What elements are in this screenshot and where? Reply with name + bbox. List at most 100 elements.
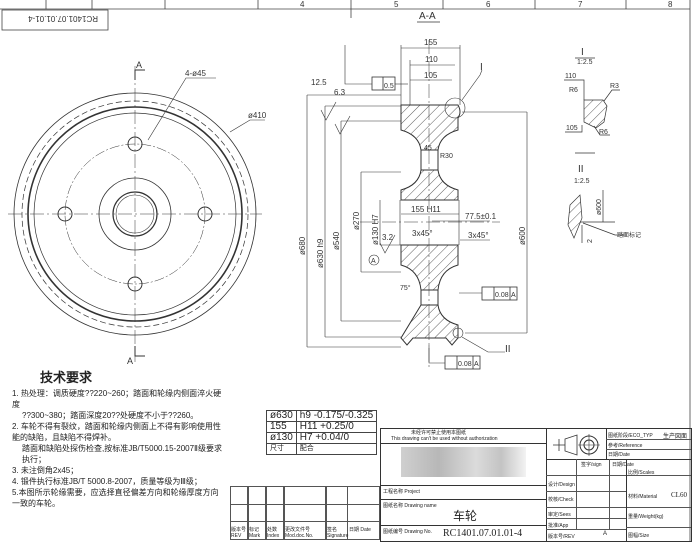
technical-requirements: 技术要求 1. 热处理：调质硬度??220~260；踏面和轮缘内侧面淬火硬度 ?… — [12, 370, 224, 509]
date-label: 日期/Date — [608, 452, 630, 458]
section-view — [306, 40, 528, 370]
approve-label: 批准/App — [548, 523, 569, 529]
zone-labels: 4 5 6 7 8 — [300, 0, 673, 9]
angle-75: 75° — [400, 284, 411, 292]
zone-ticks — [45, 0, 627, 18]
rev-header: 日期 Date — [349, 527, 371, 533]
tol-fit: h9 -0.175/-0.325 — [295, 410, 378, 422]
runout-1-datum: A — [511, 292, 516, 299]
runout-1: 0.08 — [495, 292, 509, 299]
bolt-circle-label: ø410 — [248, 111, 267, 120]
check-label: 校核/Check — [548, 497, 574, 503]
note-1b: ??300~380；踏面深度20??处硬度不小于??260。 — [22, 411, 199, 420]
revision-table: 版本号 REV 标记 Mark 处数 Index 更改文件号 Mod.doc.N… — [230, 486, 380, 540]
detail-I-label: I — [581, 47, 584, 58]
scale-label: 比例/Scales — [628, 470, 655, 476]
detail-I-r6a: R6 — [569, 87, 578, 94]
tol-fit: H7 +0.04/0 — [295, 432, 378, 444]
dim-155: 155 — [424, 38, 438, 47]
dim-r30: R30 — [440, 153, 453, 160]
dim-630: ø630 h9 — [316, 238, 325, 268]
note-2b: 踏面和缺陷处探伤检查,按标准JB/T5000.15-2007Ⅱ级要求执行； — [22, 444, 222, 464]
detail-I-scale: 1:2.5 — [577, 59, 593, 66]
runout-2-datum: A — [474, 361, 479, 368]
drawing-no: RC1401.07.01.01-4 — [443, 528, 523, 539]
projection-symbol-icon — [553, 434, 600, 456]
warning-cn: 未经许可禁止使用本图纸 — [411, 430, 467, 436]
note-5: 5.本图所示轮缘需要，应选择直径偏差方向和轮缘厚度方向一致的车轮。 — [12, 488, 219, 508]
section-title: A-A — [419, 11, 436, 22]
detail-I-r3: R3 — [610, 83, 619, 90]
redacted-logo — [401, 447, 526, 477]
runout-2: 0.08 — [458, 361, 472, 368]
weight-label: 重量/Weight(kg) — [628, 514, 664, 520]
detail-II-label: II — [578, 164, 584, 175]
tol-size: ø630 — [266, 410, 297, 422]
detail-II-2: 2 — [587, 239, 594, 243]
rev-value: A — [603, 531, 608, 537]
roughness-12-5: 12.5 — [311, 78, 327, 87]
detail-I-105: 105 — [566, 125, 578, 132]
tol-header-fit: 配合 — [295, 443, 378, 455]
tol-size: 155 — [266, 421, 297, 433]
size-label: 图幅/Size — [628, 533, 650, 539]
rev-header: 更改文件号 Mod.doc.No. — [285, 527, 314, 539]
detail-views — [564, 57, 625, 243]
dim-130: ø130 H7 — [371, 214, 380, 245]
zone-7: 7 — [578, 0, 583, 9]
section-mark-top: A — [136, 60, 142, 70]
dim-540: ø540 — [332, 231, 341, 250]
material-label: 材料/Material — [628, 494, 658, 500]
date-header: 日期/Date — [612, 462, 634, 468]
rev-header: 标记 Mark — [249, 527, 261, 539]
rev-label: 版本号/REV — [548, 534, 575, 540]
flatness-value: 0.5 — [384, 83, 394, 90]
dim-110: 110 — [425, 55, 438, 64]
zone-4: 4 — [300, 0, 305, 9]
drawing-no-label: 图纸编号 Drawing No. — [383, 529, 432, 535]
detail-I-110: 110 — [565, 73, 576, 80]
stage-label: 图纸阶段/ECO_TYP — [608, 433, 653, 439]
tol-fit: H11 +0.25/0 — [295, 421, 378, 433]
review-label: 审定/Sees — [548, 512, 571, 518]
front-view — [8, 66, 265, 362]
tol-header-size: 尺寸 — [266, 443, 297, 455]
reference-label: 参考/Reference — [608, 443, 643, 449]
offset-dim: 77.5±0.1 — [465, 212, 497, 221]
chamfer-2: 3x45° — [468, 231, 489, 240]
drawing-name-label: 图纸名称 Drawing name — [383, 503, 437, 509]
chamfer-1: 3x45° — [412, 229, 433, 238]
roughness-6-3: 6.3 — [334, 88, 346, 97]
dim-600: ø600 — [518, 226, 527, 245]
title-block: 未经许可禁止使用本图纸 This drawing can't be used w… — [380, 428, 692, 542]
sign-header: 签字/sign — [581, 462, 602, 468]
detail-I-r6b: R6 — [599, 129, 608, 136]
design-label: 设计/Design — [548, 482, 575, 488]
stage-value: 生产図面 — [663, 434, 688, 440]
rev-header: 签名 Signature — [327, 527, 349, 539]
rotated-code-box — [1, 9, 109, 31]
roughness-3-2: 3.2 — [382, 233, 394, 242]
table-row: 尺寸配合 — [266, 443, 378, 455]
rev-header: 处数 Index — [267, 527, 280, 539]
dim-105: 105 — [424, 71, 438, 80]
section-mark-bottom: A — [127, 356, 133, 366]
dim-45: 45 — [424, 145, 432, 152]
material-value: CL60 — [671, 491, 687, 499]
rev-header: 版本号 REV — [231, 527, 247, 539]
datum-a: A — [371, 258, 376, 265]
project-label: 工程名称 Project — [383, 489, 420, 495]
rotated-code: RC1401.07.01.01-4 — [28, 14, 98, 23]
tol-size: ø130 — [266, 432, 297, 444]
dim-680: ø680 — [298, 236, 307, 255]
detail-II-ref: II — [505, 344, 511, 355]
zone-6: 6 — [486, 0, 491, 9]
detail-II-note: 踏面标记 — [617, 231, 641, 239]
note-4: 4. 锻件执行标准JB/T 5000.8-2007，质量等级为Ⅲ级； — [12, 477, 202, 486]
zone-8: 8 — [668, 0, 673, 9]
holes-label: 4-ø45 — [185, 69, 206, 78]
